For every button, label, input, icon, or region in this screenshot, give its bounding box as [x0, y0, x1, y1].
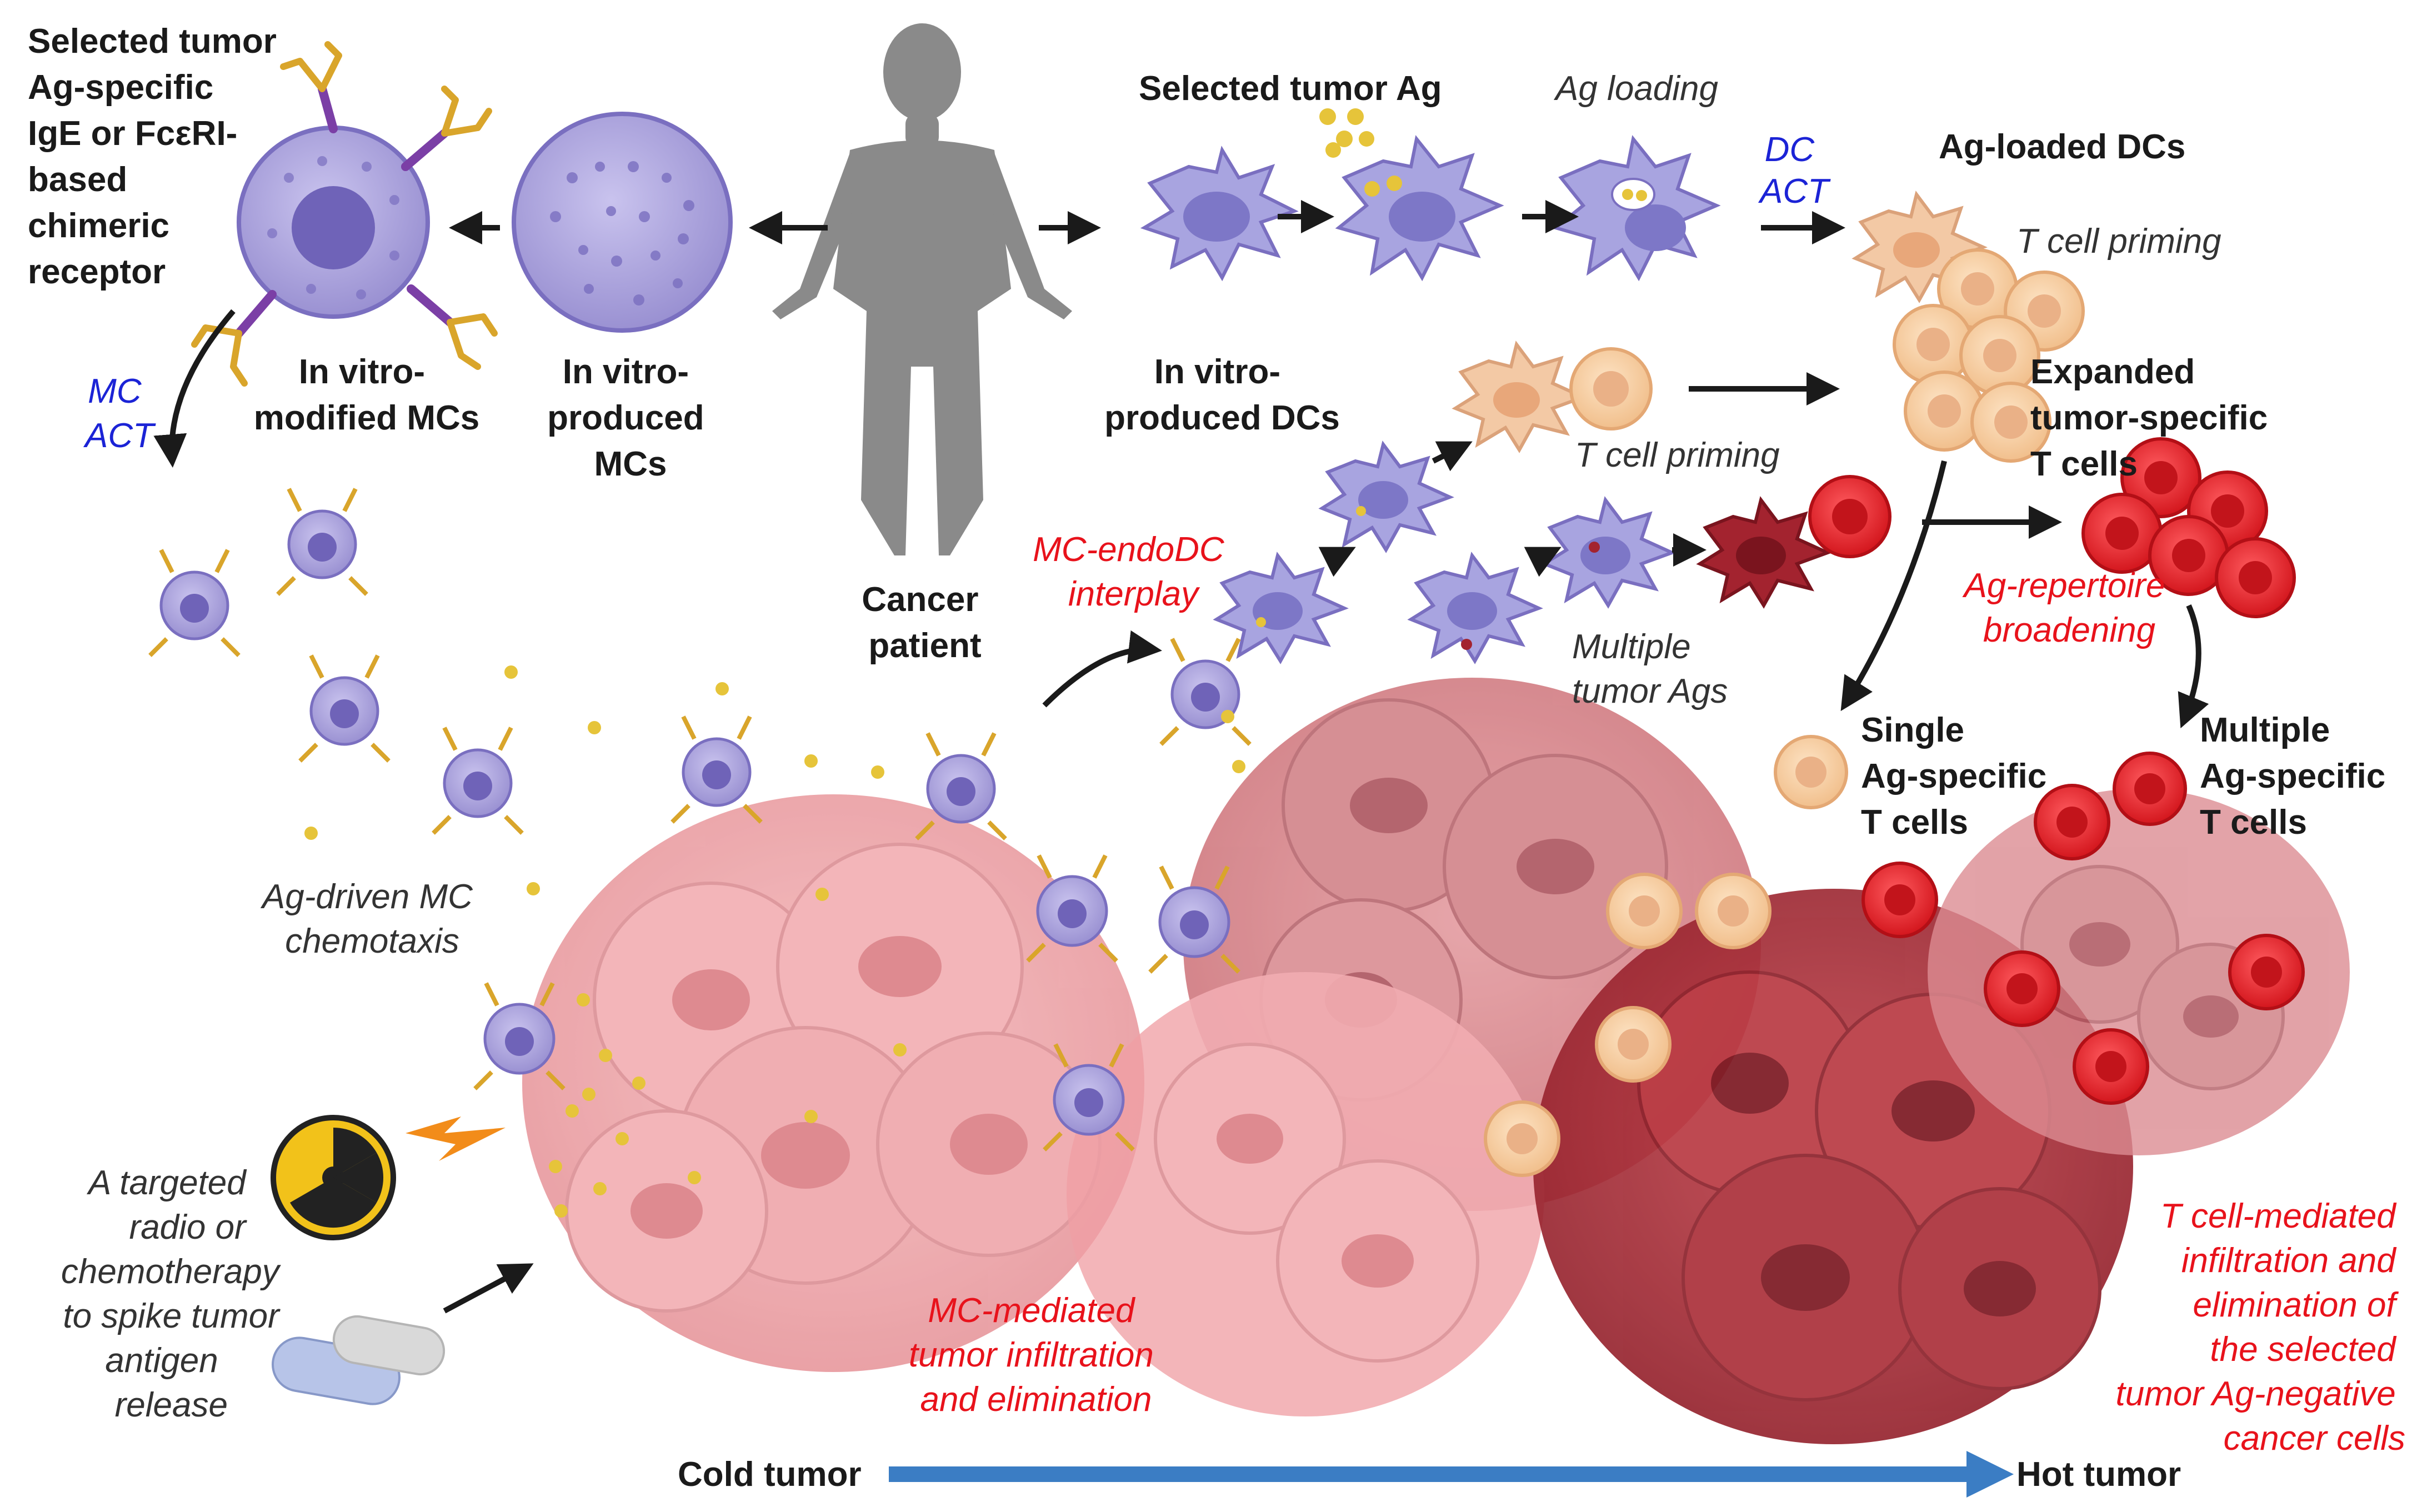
cancer-patient-label: Cancer patient: [862, 580, 988, 665]
pill-capsule-icon: [272, 1315, 446, 1405]
multiple-ag-specific-label: Multiple Ag-specific T cells: [2200, 711, 2395, 842]
armed-mast-cells-migrating: [148, 488, 1252, 1151]
multiple-ag-specific-t-cell: [2113, 752, 2187, 826]
t-cell-mediated-infiltration-label: T cell-mediated infiltration and elimina…: [2115, 1197, 2405, 1458]
expanded-tumor-specific-t-cells: [1893, 248, 2085, 463]
in-vitro-modified-mcs-label: In vitro- modified MCs: [254, 353, 479, 437]
lightning-icon: [406, 1117, 506, 1161]
mc-endodc-dc-1: [1318, 440, 1454, 553]
tumor-mass-hot: [1533, 889, 2133, 1444]
ag-loading-label: Ag loading: [1553, 69, 1718, 108]
released-antigen-particles: [304, 665, 1245, 1218]
ag-loading-dc: [1552, 135, 1721, 282]
t-cell-priming-label-1: T cell priming: [2016, 222, 2221, 261]
armed-mc-8: [473, 982, 566, 1090]
infiltrating-naive-t-cells: [1484, 873, 1772, 1177]
mc-endodc-dc-2: [1213, 552, 1349, 664]
armed-mc-9: [1026, 854, 1118, 963]
expanded-t-cells-label: Expanded tumor-specific T cells: [2030, 353, 2277, 483]
cold-to-hot-arrow: [889, 1451, 2014, 1498]
ag-driven-chemotaxis-label: Ag-driven MC chemotaxis: [260, 878, 482, 960]
in-vitro-produced-mc: [512, 112, 733, 333]
selected-tumor-ag-label: Selected tumor Ag: [1139, 69, 1442, 108]
activated-dc-red-t-cell-pair: [1696, 475, 1891, 609]
selected-receptor-label: Selected tumor Ag-specific IgE or FcεRI-…: [28, 22, 286, 291]
multiple-ag-dc-1: [1407, 552, 1543, 664]
infiltrating-red-t-cells: [1861, 784, 2305, 1105]
radiation-icon: [271, 1115, 396, 1240]
tumor-mass-right-infiltrated: [1928, 789, 2350, 1155]
in-vitro-produced-dcs-label: In vitro- produced DCs: [1104, 353, 1340, 437]
in-vitro-produced-mcs-label: In vitro- produced MCs: [547, 353, 714, 483]
ag-loaded-dcs-label: Ag-loaded DCs: [1939, 128, 2185, 166]
mc-act-label: MC ACT: [83, 372, 156, 455]
in-vitro-modified-mc: [191, 41, 498, 387]
mc-endodc-interplay-label: MC-endoDC interplay: [1033, 530, 1234, 613]
armed-mc-4: [432, 727, 524, 835]
antigen-particles-top: [1319, 108, 1374, 158]
cancer-patient-figure: [772, 23, 1072, 555]
armed-mc-10: [1148, 865, 1240, 974]
ag-repertoire-broadening-label: Ag-repertoire broadening: [1961, 567, 2174, 649]
in-vitro-produced-dc: [1140, 146, 1299, 282]
single-ag-specific-label: Single Ag-specific T cells: [1861, 711, 2056, 842]
armed-mc-1: [148, 549, 241, 657]
hot-tumor-label: Hot tumor: [2016, 1455, 2181, 1494]
armed-mc-7: [1159, 638, 1252, 746]
mc-mediated-infiltration-label: MC-mediated tumor infiltration and elimi…: [909, 1291, 1163, 1419]
armed-mc-2: [276, 488, 368, 596]
primed-dc-t-cell-pair: [1452, 341, 1653, 453]
armed-mc-3: [298, 654, 391, 763]
cold-tumor-label: Cold tumor: [678, 1455, 862, 1494]
armed-mc-6: [915, 732, 1007, 840]
process-arrows: [153, 200, 2209, 1314]
broadened-t-cell-cluster: [2081, 437, 2296, 618]
armed-mc-11: [1043, 1043, 1135, 1151]
multiple-ag-dc-2: [1540, 496, 1677, 609]
multiple-tumor-ags-label: Multiple tumor Ags: [1572, 628, 1728, 710]
t-cell-priming-label-2: T cell priming: [1575, 436, 1780, 474]
dc-act-label: DC ACT: [1758, 131, 1831, 211]
selected-tumor-ag-dc: [1335, 135, 1504, 282]
tumor-mass-cold: [522, 794, 1144, 1372]
targeted-therapy-label: A targeted radio or chemotherapy to spik…: [61, 1164, 289, 1424]
armed-mc-5: [670, 715, 763, 824]
single-ag-specific-t-cell: [1774, 735, 1848, 809]
